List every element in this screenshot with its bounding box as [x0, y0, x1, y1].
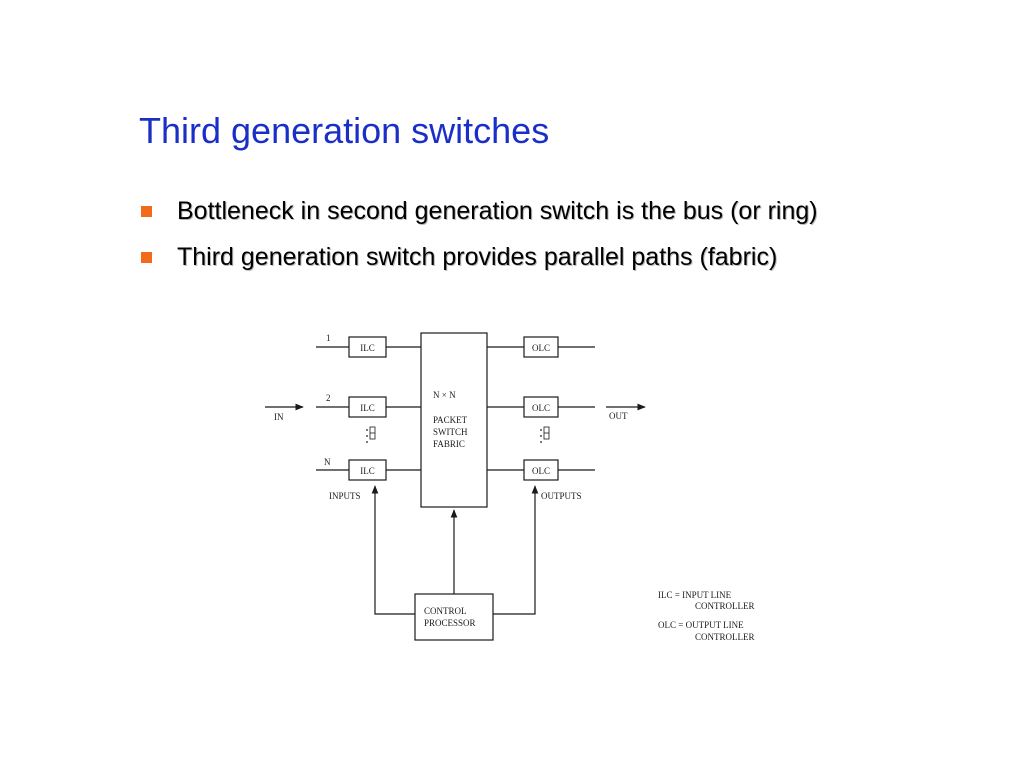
- control-processor-box: [414, 593, 494, 641]
- square-bullet-icon: [141, 206, 152, 217]
- legend-olc-line-1: OLC = OUTPUT LINE: [658, 620, 744, 630]
- inputs-label: INPUTS: [329, 491, 361, 501]
- input-number-n: N: [324, 457, 331, 467]
- outputs-label: OUTPUTS: [541, 491, 582, 501]
- slide-title: Third generation switches: [139, 110, 550, 151]
- ilc-label-2: ILC: [360, 403, 375, 413]
- out-label: OUT: [609, 411, 628, 421]
- input-ellipsis: [366, 426, 376, 443]
- olc-label-2: OLC: [532, 403, 550, 413]
- fabric-label-line-2: SWITCH: [433, 427, 468, 437]
- control-to-inputs-arrow: [371, 485, 415, 615]
- fabric-label-line-1: PACKET: [433, 415, 468, 425]
- fabric-size-label: N × N: [433, 390, 456, 400]
- ilc-label-n: ILC: [360, 466, 375, 476]
- square-bullet-icon: [141, 252, 152, 263]
- control-label-line-2: PROCESSOR: [424, 618, 476, 628]
- control-to-outputs-arrow: [493, 485, 539, 615]
- switch-fabric-box: [420, 332, 488, 508]
- legend-olc-line-2: CONTROLLER: [695, 632, 755, 642]
- olc-label-1: OLC: [532, 343, 550, 353]
- input-number-2: 2: [326, 393, 331, 403]
- fabric-label-line-3: FABRIC: [433, 439, 465, 449]
- in-label: IN: [274, 412, 284, 422]
- bullet-text: Third generation switch provides paralle…: [177, 243, 778, 271]
- olc-label-n: OLC: [532, 466, 550, 476]
- bullet-text: Bottleneck in second generation switch i…: [177, 197, 818, 225]
- legend-ilc-line-1: ILC = INPUT LINE: [658, 590, 732, 600]
- legend-ilc-line-2: CONTROLLER: [695, 601, 755, 611]
- ilc-label-1: ILC: [360, 343, 375, 353]
- output-ellipsis: [540, 426, 550, 443]
- input-number-1: 1: [326, 333, 331, 343]
- control-label-line-1: CONTROL: [424, 606, 467, 616]
